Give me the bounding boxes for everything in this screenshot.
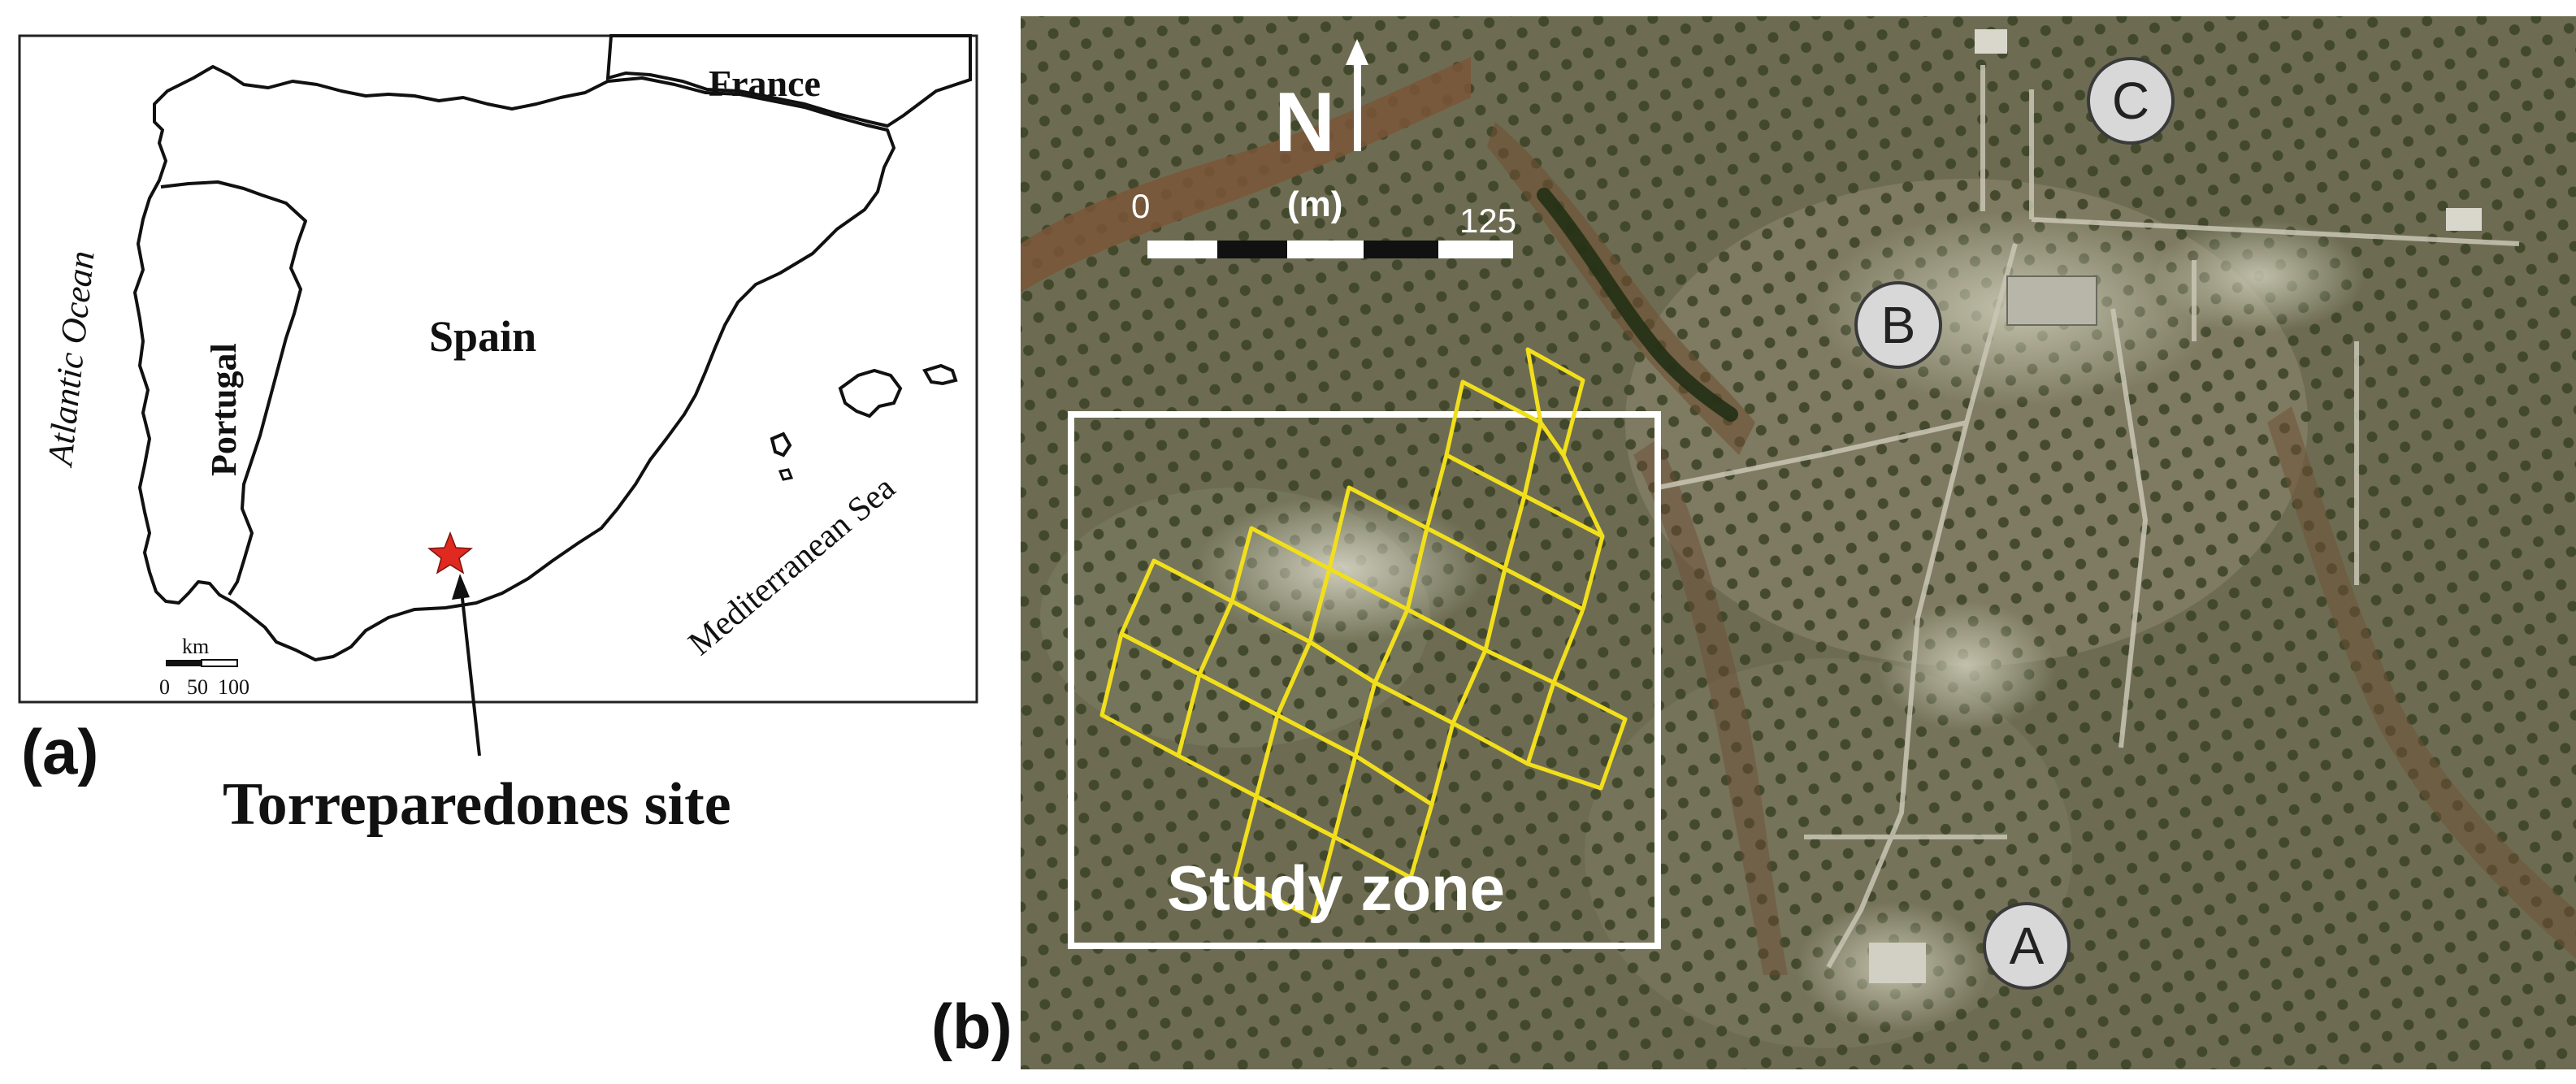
scale-start: 0 <box>1131 187 1150 225</box>
point-marker-b: B <box>1854 281 1942 369</box>
point-marker-a: A <box>1983 902 2071 990</box>
panel-b-letter: (b) <box>931 991 1013 1062</box>
label-france: France <box>709 63 821 104</box>
point-label-c: C <box>2112 72 2149 130</box>
site-label: Torreparedones site <box>223 771 731 838</box>
survey-grid <box>1099 347 1628 921</box>
island-ibiza <box>770 431 792 457</box>
france-outline <box>605 34 972 128</box>
portugal-border <box>160 180 307 596</box>
point-label-b: B <box>1881 296 1916 354</box>
scale-tick-0: 0 <box>159 675 170 699</box>
island-formentera <box>778 468 794 481</box>
scale-unit-km: km <box>182 635 209 658</box>
label-portugal: Portugal <box>204 343 244 476</box>
study-zone-frame <box>1068 411 1661 949</box>
point-label-a: A <box>2010 917 2045 975</box>
label-spain: Spain <box>429 312 536 361</box>
iberia-outline <box>133 65 896 661</box>
pointer-arrow <box>459 583 481 757</box>
scale-unit-m: (m) <box>1287 184 1342 224</box>
scale-end: 125 <box>1459 202 1516 240</box>
point-marker-c: C <box>2087 57 2175 145</box>
north-arrow-icon <box>1346 39 1368 151</box>
pointer-arrowhead <box>452 574 470 600</box>
scale-bar-m: 0 (m) 125 <box>1131 184 1516 258</box>
panel-a-letter: (a) <box>21 716 98 787</box>
island-mallorca <box>838 368 903 418</box>
north-label: N <box>1274 76 1335 170</box>
red-star-icon <box>427 531 474 575</box>
scale-tick-100: 100 <box>218 675 249 699</box>
study-zone-label: Study zone <box>1167 852 1505 924</box>
panel-b: N 0 (m) 125 <box>931 16 2576 1069</box>
scale-tick-50: 50 <box>187 675 208 699</box>
panel-a: France Spain Portugal Atlantic Ocean Med… <box>18 34 978 838</box>
scale-bar-km: km 0 50 100 <box>159 635 249 699</box>
island-menorca <box>922 363 958 386</box>
